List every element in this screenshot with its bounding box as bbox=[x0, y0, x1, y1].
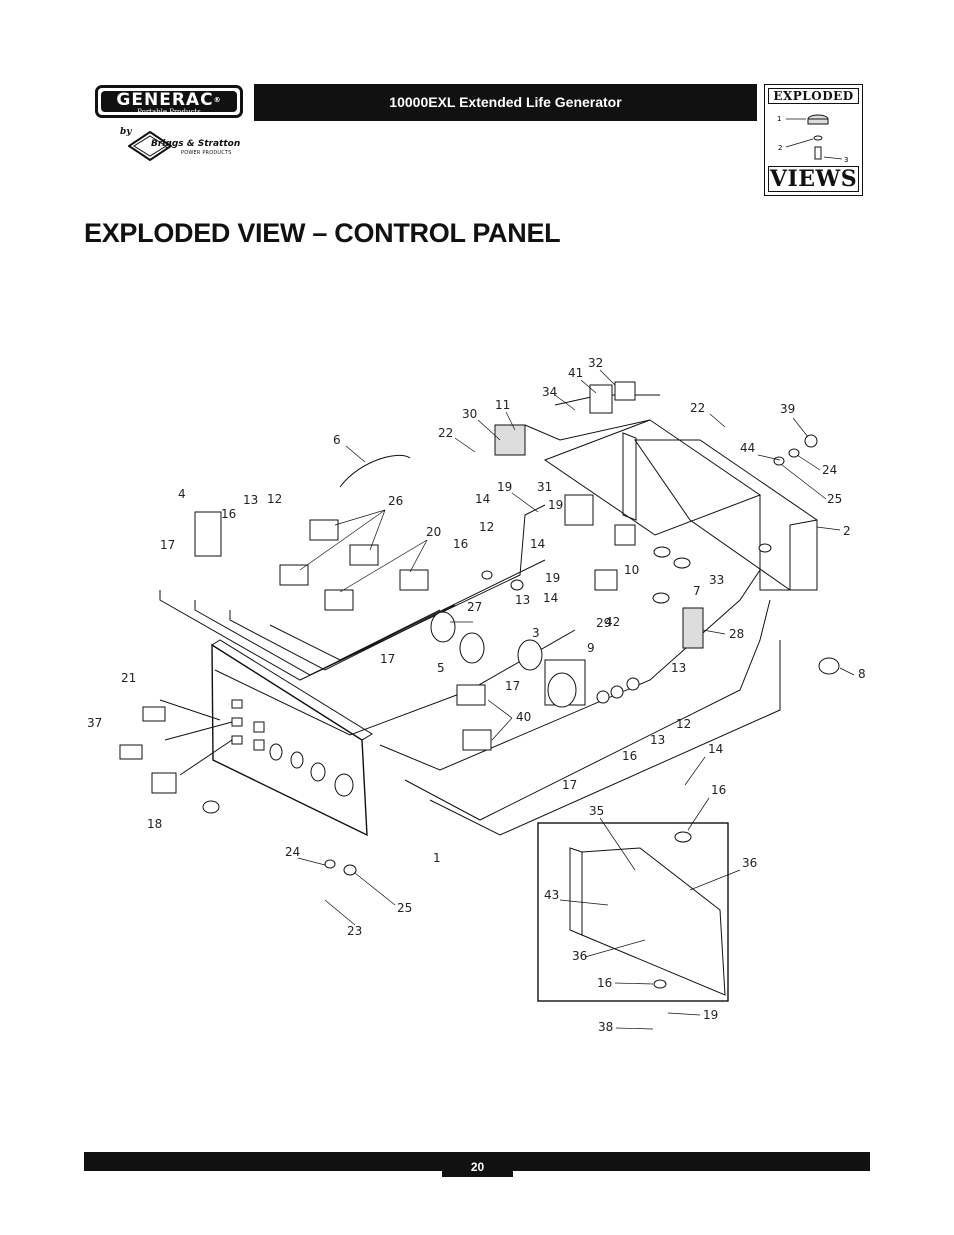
callout-2: 2 bbox=[843, 524, 851, 538]
callout-17c: 17 bbox=[505, 679, 520, 693]
callout-19d: 19 bbox=[703, 1008, 718, 1022]
callout-17d: 17 bbox=[562, 778, 577, 792]
callout-29: 29 bbox=[596, 616, 611, 630]
callout-31: 31 bbox=[537, 480, 552, 494]
callout-33: 33 bbox=[709, 573, 724, 587]
callout-16e: 16 bbox=[597, 976, 612, 990]
callout-24b: 24 bbox=[285, 845, 300, 859]
callout-22b: 22 bbox=[690, 401, 705, 415]
callout-13: 13 bbox=[243, 493, 258, 507]
callout-5: 5 bbox=[437, 661, 445, 675]
brand-registered-mark: ® bbox=[213, 96, 222, 104]
exploded-views-badge: EXPLODED 1 2 3 VIEWS bbox=[764, 84, 863, 196]
callout-10: 10 bbox=[624, 563, 639, 577]
callout-17b: 17 bbox=[380, 652, 395, 666]
callout-14d: 14 bbox=[708, 742, 723, 756]
callout-6: 6 bbox=[333, 433, 341, 447]
callout-3: 3 bbox=[532, 626, 540, 640]
callout-1: 1 bbox=[433, 851, 441, 865]
callout-12c: 12 bbox=[676, 717, 691, 731]
badge-top-label: EXPLODED bbox=[768, 88, 859, 104]
callout-20: 20 bbox=[426, 525, 441, 539]
callout-39: 39 bbox=[780, 402, 795, 416]
callout-19b: 19 bbox=[548, 498, 563, 512]
page-number: 20 bbox=[442, 1152, 513, 1177]
brand-name: GENERAC® bbox=[101, 92, 237, 109]
generac-logo-plate: GENERAC® Portable Products bbox=[101, 91, 237, 116]
badge-label-3: 3 bbox=[844, 156, 848, 164]
callout-16: 16 bbox=[221, 507, 236, 521]
header-model-bar: 10000EXL Extended Life Generator bbox=[254, 84, 757, 121]
badge-label-1: 1 bbox=[777, 115, 781, 123]
badge-bottom-label: VIEWS bbox=[768, 166, 859, 192]
callout-27: 27 bbox=[467, 600, 482, 614]
callout-16d: 16 bbox=[711, 783, 726, 797]
callout-18: 18 bbox=[147, 817, 162, 831]
callout-13c: 13 bbox=[671, 661, 686, 675]
callout-16c: 16 bbox=[622, 749, 637, 763]
callout-25: 25 bbox=[827, 492, 842, 506]
leader-lines bbox=[297, 369, 855, 1030]
callout-26: 26 bbox=[388, 494, 403, 508]
callout-labels: 32 41 34 11 30 22 22 39 44 24 25 2 6 19 … bbox=[87, 356, 866, 1034]
callout-13b: 13 bbox=[515, 593, 530, 607]
callout-38: 38 bbox=[598, 1020, 613, 1034]
brand-subtitle: Portable Products bbox=[137, 108, 201, 116]
callout-35: 35 bbox=[589, 804, 604, 818]
callout-44: 44 bbox=[740, 441, 755, 455]
callout-36b: 36 bbox=[572, 949, 587, 963]
page-title: EXPLODED VIEW – CONTROL PANEL bbox=[84, 218, 561, 248]
callout-19: 19 bbox=[497, 480, 512, 494]
brand-text: GENERAC bbox=[116, 90, 214, 110]
callout-34: 34 bbox=[542, 385, 557, 399]
partner-subtitle: POWER PRODUCTS bbox=[181, 150, 232, 156]
callout-41: 41 bbox=[568, 366, 583, 380]
callout-21: 21 bbox=[121, 671, 136, 685]
partner-name: Briggs & Stratton bbox=[151, 139, 241, 149]
briggs-stratton-logo-icon bbox=[128, 131, 172, 161]
callout-9: 9 bbox=[587, 641, 595, 655]
callout-23: 23 bbox=[347, 924, 362, 938]
callout-36: 36 bbox=[742, 856, 757, 870]
callout-24: 24 bbox=[822, 463, 837, 477]
callout-8: 8 bbox=[858, 667, 866, 681]
callout-37: 37 bbox=[87, 716, 102, 730]
callout-7: 7 bbox=[693, 584, 701, 598]
callout-14c: 14 bbox=[543, 591, 558, 605]
callout-22: 22 bbox=[438, 426, 453, 440]
callout-11: 11 bbox=[495, 398, 510, 412]
callout-40: 40 bbox=[516, 710, 531, 724]
callout-12: 12 bbox=[267, 492, 282, 506]
diagram-parts bbox=[119, 381, 840, 989]
badge-illustration: 1 2 3 bbox=[777, 114, 848, 164]
badge-label-2: 2 bbox=[778, 144, 782, 152]
callout-19c: 19 bbox=[545, 571, 560, 585]
callout-32: 32 bbox=[588, 356, 603, 370]
callout-14b: 14 bbox=[530, 537, 545, 551]
callout-28: 28 bbox=[729, 627, 744, 641]
callout-30: 30 bbox=[462, 407, 477, 421]
callout-42: 42 bbox=[605, 615, 620, 629]
callout-17: 17 bbox=[160, 538, 175, 552]
callout-12b: 12 bbox=[479, 520, 494, 534]
diagram-linework bbox=[159, 394, 818, 1002]
callout-14: 14 bbox=[475, 492, 490, 506]
by-label: by bbox=[120, 127, 132, 137]
callout-4: 4 bbox=[178, 487, 186, 501]
callout-25b: 25 bbox=[397, 901, 412, 915]
callout-13d: 13 bbox=[650, 733, 665, 747]
callout-43: 43 bbox=[544, 888, 559, 902]
callout-16b: 16 bbox=[453, 537, 468, 551]
generac-logo: GENERAC® Portable Products bbox=[95, 85, 243, 118]
